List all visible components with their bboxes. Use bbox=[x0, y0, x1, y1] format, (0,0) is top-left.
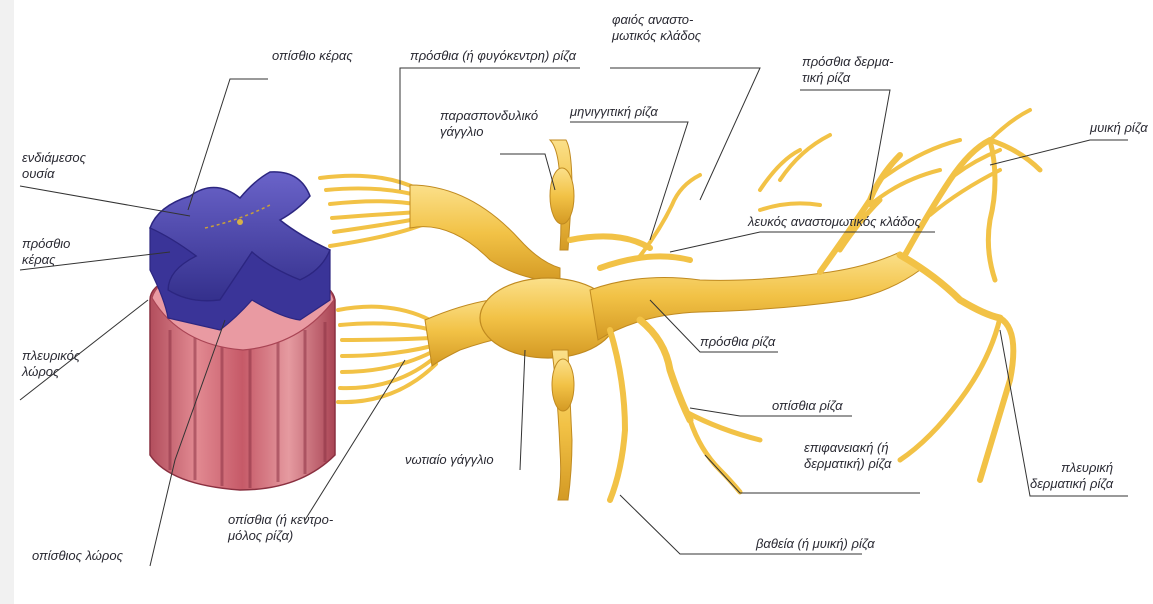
label-posterior-funiculus: οπίσθιος λώρος bbox=[32, 548, 123, 564]
label-gray-ramus: φαιός αναστο- μωτικός κλάδος bbox=[612, 12, 701, 44]
label-paravertebral-ganglion: παρασπονδυλικό γάγγλιο bbox=[440, 108, 538, 140]
label-posterior-ramus: οπίσθια ρίζα bbox=[772, 398, 843, 414]
label-white-ramus: λευκός αναστομωτικός κλάδος bbox=[748, 214, 921, 230]
label-dorsal-root: οπίσθια (ή κεντρο- μόλος ρίζα) bbox=[228, 512, 333, 544]
label-spinal-ganglion: νωτιαίο γάγγλιο bbox=[405, 452, 494, 468]
label-lateral-funiculus: πλευρικός λώρος bbox=[22, 348, 80, 380]
label-meningeal-branch: μηνιγγιτική ρίζα bbox=[570, 104, 658, 120]
spinal-cord bbox=[150, 172, 335, 490]
label-ventral-root-efferent: πρόσθια (ή φυγόκεντρη) ρίζα bbox=[410, 48, 576, 64]
lower-ganglion-shape bbox=[552, 359, 574, 411]
label-muscular-branch: μυική ρίζα bbox=[1090, 120, 1148, 136]
spinal-nerve-trunk bbox=[590, 252, 920, 340]
central-canal-dot bbox=[237, 219, 243, 225]
ventral-root-bundle bbox=[410, 185, 560, 282]
label-posterior-horn: οπίσθιο κέρας bbox=[272, 48, 353, 64]
paravertebral-ganglion-shape bbox=[550, 168, 574, 224]
label-deep-branch: βαθεία (ή μυική) ρίζα bbox=[756, 536, 875, 552]
label-anterior-horn: πρόσθιο κέρας bbox=[22, 236, 70, 268]
label-anterior-cutaneous-branch: πρόσθια δερμα- τική ρίζα bbox=[802, 54, 893, 86]
label-anterior-ramus: πρόσθια ρίζα bbox=[700, 334, 775, 350]
label-intermediate-substance: ενδιάμεσος ουσία bbox=[22, 150, 86, 182]
nerve bbox=[410, 110, 1040, 500]
label-superficial-branch: επιφανειακή (ή δερματική) ρίζα bbox=[804, 440, 891, 472]
label-lateral-cutaneous-branch: πλευρική δερματική ρίζα bbox=[1030, 460, 1113, 492]
